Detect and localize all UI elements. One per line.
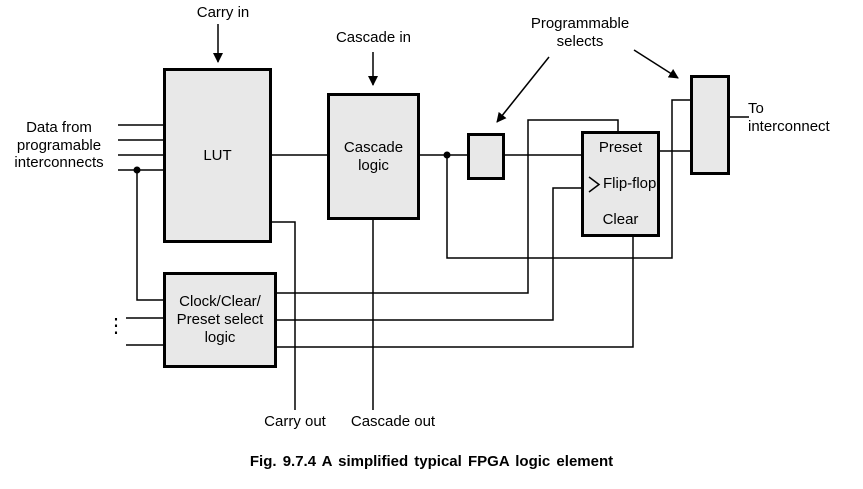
programmable-selects-label: Programmable selects [530, 15, 630, 50]
carry-in-label: Carry in [196, 4, 250, 21]
lut-block: LUT [163, 68, 272, 243]
flip-flop-name-label: Flip-flop [603, 175, 657, 192]
flip-flop-preset-label: Preset [598, 139, 643, 156]
bypass-to-output-wire [446, 99, 690, 259]
figure-caption: Fig. 9.7.4 A simplified typical FPGA log… [249, 453, 614, 470]
cascade-in-label: Cascade in [335, 29, 412, 46]
clock-select-label: Clock/Clear/ Preset select logic [176, 293, 264, 346]
prog-select-arrow-right [633, 49, 679, 79]
junction-dot [133, 166, 141, 174]
more-inputs-ellipsis: ⋮ [106, 315, 126, 337]
flip-flop-block: Preset Flip-flop Clear [581, 131, 660, 237]
lut-label: LUT [203, 146, 232, 164]
clock-input-icon [588, 175, 601, 193]
cascade-logic-label: Cascade logic [343, 138, 404, 174]
carry-out-wire [272, 221, 296, 410]
clock-clear-preset-select-block: Clock/Clear/ Preset select logic [163, 272, 277, 368]
preset-wire [277, 119, 619, 294]
programmable-select-block [467, 133, 505, 180]
cascade-out-label: Cascade out [350, 413, 436, 430]
output-select-block [690, 75, 730, 175]
data-inputs-label: Data from programable interconnects [14, 119, 104, 172]
to-interconnect-label: To interconnect [748, 100, 830, 135]
flip-flop-clear-label: Clear [602, 211, 639, 228]
carry-out-label: Carry out [264, 413, 326, 430]
junction-dot [443, 151, 451, 159]
clear-wire [277, 237, 634, 348]
prog-select-arrow-left [496, 56, 550, 123]
data-to-clock-select-wire [136, 170, 163, 301]
clock-wire [277, 187, 581, 321]
cascade-logic-block: Cascade logic [327, 93, 420, 220]
